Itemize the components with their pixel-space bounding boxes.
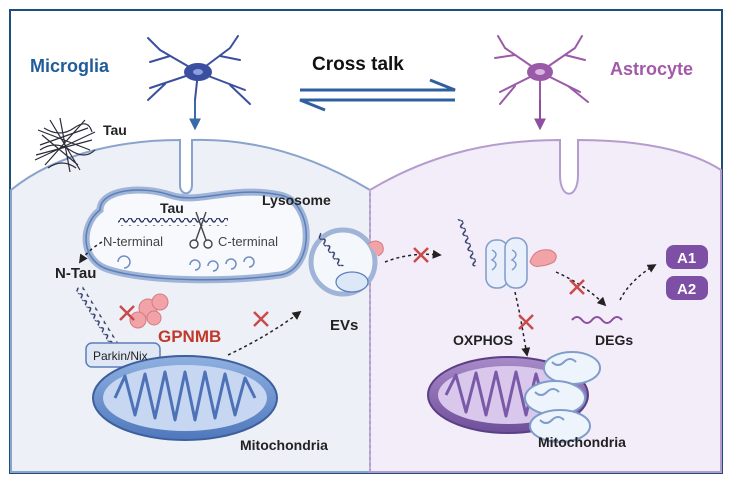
a2-label: A2 xyxy=(677,281,696,298)
astro-protein xyxy=(529,249,557,267)
mitochondria-left-label: Mitochondria xyxy=(240,437,328,453)
inhibit-x-icon xyxy=(253,311,269,327)
mito-to-evs-arrow xyxy=(227,310,302,356)
inhibit-x-icon xyxy=(119,305,135,321)
oxphos-label: OXPHOS xyxy=(453,332,513,348)
a1-badge xyxy=(666,245,708,269)
lysosome-label: Lysosome xyxy=(262,192,331,208)
lysosome-vesicles xyxy=(117,255,255,272)
degs-label: DEGs xyxy=(595,332,633,348)
microglia-label: Microglia xyxy=(30,56,110,76)
tau-label-inside: Tau xyxy=(160,200,184,216)
scissors-icon xyxy=(189,211,213,249)
mitochondria-left xyxy=(92,355,278,441)
gpnmb-label: GPNMB xyxy=(158,327,221,346)
tau-helix-inside xyxy=(118,218,228,226)
tau-label-outside: Tau xyxy=(103,122,127,138)
a2-badge xyxy=(666,276,708,300)
gpnmb-protein xyxy=(129,293,169,329)
n-terminal-label: N-terminal xyxy=(103,234,163,249)
mito-to-oxphos-arrow xyxy=(514,291,531,357)
degs-helix xyxy=(571,316,623,324)
mitochondria-right-label: Mitochondria xyxy=(538,434,626,450)
inhibit-x-icon xyxy=(518,314,534,330)
evs-vesicle xyxy=(308,227,384,297)
astrocyte-cell-icon xyxy=(494,35,589,105)
cross-talk-label: Cross talk xyxy=(312,54,404,75)
inhibit-x-icon xyxy=(569,279,585,295)
c-terminal-label: C-terminal xyxy=(218,234,278,249)
n-tau-label: N-Tau xyxy=(55,265,96,282)
tau-tangle-icon xyxy=(34,117,96,173)
parkin-nix-label: Parkin/Nix xyxy=(93,349,148,363)
n-terminal-arrow xyxy=(79,241,103,264)
a1-label: A1 xyxy=(677,250,696,267)
inhibit-x-icon xyxy=(413,247,429,263)
evs-label: EVs xyxy=(330,317,358,334)
protein-to-degs-arrow xyxy=(555,271,607,307)
astrocyte-label: Astrocyte xyxy=(610,59,693,79)
astro-mito-small xyxy=(485,237,528,289)
cross-talk-arrows xyxy=(299,78,456,112)
microglia-cell-icon xyxy=(147,35,251,105)
astro-mito-fragments xyxy=(524,351,601,443)
astro-tau-helix xyxy=(455,218,478,268)
